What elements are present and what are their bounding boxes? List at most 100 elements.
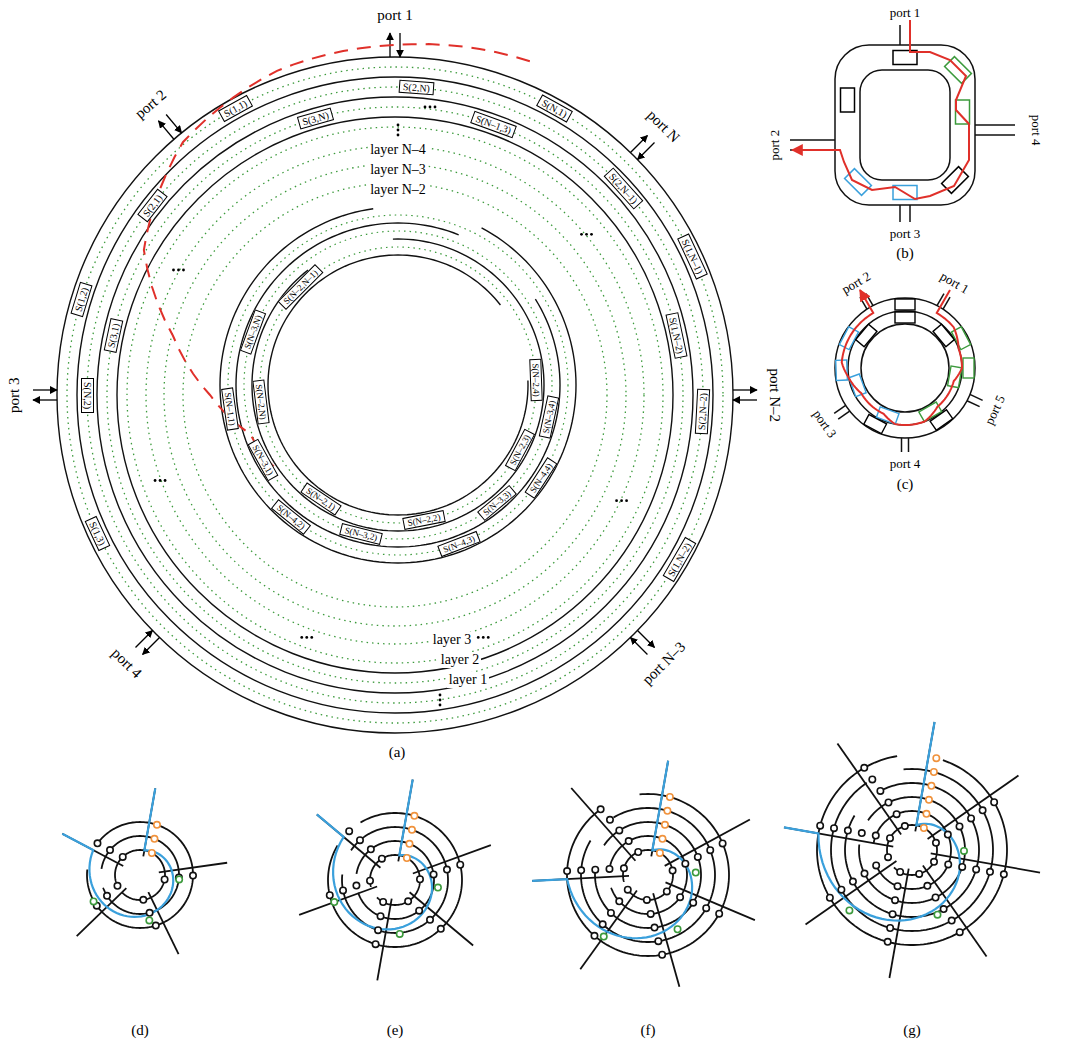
waveguide-ring [252, 239, 544, 531]
crossing-marker [430, 871, 436, 877]
crossing-marker [889, 911, 895, 917]
crossing-marker [932, 894, 938, 900]
panel-letter: (c) [895, 476, 916, 493]
switch-box: S(2,1) [137, 188, 168, 222]
crossing-marker [948, 917, 954, 923]
switch-box: S(2,N–2) [695, 388, 710, 434]
switch-cell [963, 358, 974, 378]
crossing-marker [140, 897, 146, 903]
port-stub [899, 25, 901, 45]
crossing-marker [176, 876, 182, 882]
crossing-marker [979, 807, 985, 813]
crossing-marker [924, 883, 930, 889]
ellipsis-dot [487, 636, 490, 639]
switch-box: S(N–3,1) [248, 438, 279, 481]
switch-box: S(N–2,N) [252, 379, 269, 424]
panel-letter: (f) [639, 1022, 658, 1039]
waveguide-ring [567, 794, 729, 956]
crossing-marker [635, 849, 641, 855]
crossing-marker [375, 927, 381, 933]
crossing-marker [945, 831, 951, 837]
switch-box: S(N–1,3) [470, 111, 517, 139]
port-out-arrow [158, 121, 173, 139]
port-label: port N–2 [767, 366, 784, 424]
crossing-marker [885, 854, 891, 860]
waveguide-ring [97, 97, 693, 693]
crossing-marker [114, 883, 120, 889]
port-line [410, 892, 474, 945]
ellipsis-dot [397, 124, 400, 127]
ellipsis-dot [580, 233, 583, 236]
crossing-marker [608, 910, 614, 916]
layer-guide [107, 107, 683, 683]
port-line [413, 845, 491, 873]
panel-letter: (b) [894, 245, 916, 262]
switch-box: S(N–2,N–1) [277, 264, 323, 310]
waveguide-ring [87, 822, 193, 928]
crossing-marker [153, 922, 159, 928]
ellipsis-dot [177, 269, 180, 272]
ellipsis-dot [397, 134, 400, 137]
waveguide-ring [220, 209, 576, 563]
port-stub [908, 438, 910, 452]
port-label: port 2 [837, 268, 874, 298]
switch-box: S(3,N) [297, 107, 334, 129]
crossing-marker [416, 907, 422, 913]
waveguide-ring [77, 77, 713, 713]
crossing-marker [372, 941, 378, 947]
port-in-arrow [733, 399, 757, 400]
crossing-marker [409, 827, 415, 833]
waveguide-ring [581, 808, 715, 942]
crossing-marker [957, 929, 963, 935]
ellipsis-dot [310, 636, 313, 639]
crossing-marker [647, 911, 653, 917]
port-stub [970, 394, 983, 400]
waveguide-ring [873, 811, 951, 889]
port-line [571, 788, 635, 861]
crossing-marker [931, 859, 937, 865]
crossing-marker [616, 827, 622, 833]
switch-cell [856, 324, 877, 346]
switch-box: S(N,2) [81, 378, 94, 413]
waveguide-ring [117, 117, 673, 673]
crossing-marker [644, 897, 650, 903]
crossing-marker [887, 925, 893, 931]
box-label: S(N–4,3) [442, 534, 476, 554]
port-line [299, 886, 377, 914]
crossing-marker [444, 866, 450, 872]
crossing-marker [377, 913, 383, 919]
box-label: S(1,N–2) [668, 316, 685, 354]
light-path [784, 722, 960, 921]
port-label: port 4 [888, 457, 923, 471]
waveguide-ring [236, 223, 560, 547]
crossing-marker [850, 878, 856, 884]
port-stub [967, 401, 980, 407]
switch-box: S(N–2,4) [529, 359, 542, 401]
crossing-marker [606, 866, 612, 872]
crossing-marker [651, 924, 657, 930]
crossing-marker [945, 861, 951, 867]
waveguide-ring [817, 756, 1007, 945]
crossing-marker [873, 832, 879, 838]
port-line [931, 853, 1040, 872]
crossing-marker [716, 910, 722, 916]
crossing-marker [578, 867, 584, 873]
box-label: S(N–3,N) [243, 314, 264, 350]
crossing-marker [894, 883, 900, 889]
crossing-marker [327, 892, 333, 898]
crossing-marker [379, 856, 385, 862]
ellipsis-dot [397, 129, 400, 132]
light-path [62, 788, 173, 917]
crossing-marker [404, 855, 410, 861]
port-line [666, 882, 755, 920]
crossing-marker [677, 894, 683, 900]
light-path [317, 780, 432, 930]
box-label: S(N,2) [82, 382, 92, 409]
crossing-marker [655, 938, 661, 944]
crossing-marker [664, 808, 670, 814]
crossing-marker [564, 868, 570, 874]
crossing-marker [845, 827, 851, 833]
box-label: S(2,N–2) [697, 392, 709, 429]
crossing-marker [861, 765, 867, 771]
box-label: S(N–2,4) [531, 363, 541, 397]
